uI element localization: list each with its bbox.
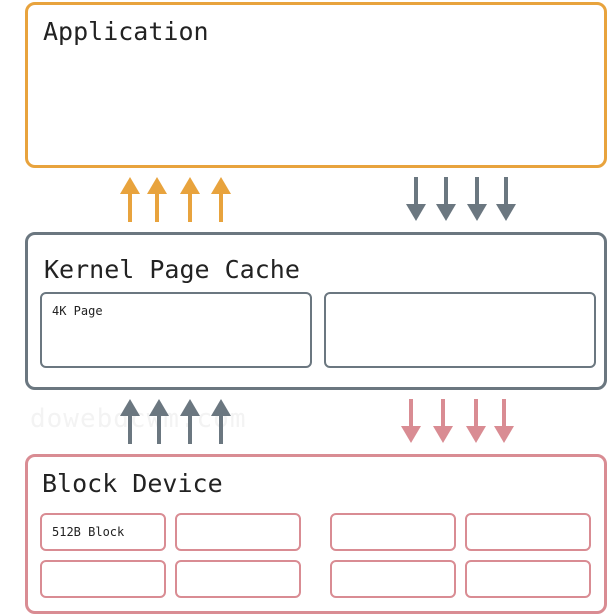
arrows-kernel-to-block xyxy=(401,399,514,443)
block-cell xyxy=(40,560,166,598)
kernel-page xyxy=(324,292,596,368)
up-arrow-icon xyxy=(180,399,200,444)
kernel-page-label: 4K Page xyxy=(52,304,103,318)
arrows-block-to-kernel xyxy=(120,399,231,444)
up-arrow-icon xyxy=(180,177,200,222)
block-cell xyxy=(465,513,591,551)
block-cell: 512B Block xyxy=(40,513,166,551)
block-cell xyxy=(175,560,301,598)
down-arrow-icon xyxy=(436,177,456,221)
block-cell-label: 512B Block xyxy=(52,525,125,539)
up-arrow-icon xyxy=(147,177,167,222)
block-cell xyxy=(465,560,591,598)
block-cell xyxy=(330,560,456,598)
down-arrow-icon xyxy=(467,177,487,221)
up-arrow-icon xyxy=(211,399,231,444)
kernel-page-cache-title: Kernel Page Cache xyxy=(44,255,300,284)
down-arrow-icon xyxy=(433,399,453,443)
block-cell xyxy=(330,513,456,551)
down-arrow-icon xyxy=(466,399,486,443)
application-layer: Application xyxy=(25,2,607,168)
up-arrow-icon xyxy=(211,177,231,222)
up-arrow-icon xyxy=(120,399,140,444)
down-arrow-icon xyxy=(401,399,421,443)
down-arrow-icon xyxy=(496,177,516,221)
block-cell xyxy=(175,513,301,551)
watermark: dowebdcwm.com xyxy=(30,404,247,434)
kernel-page: 4K Page xyxy=(40,292,312,368)
block-device-title: Block Device xyxy=(42,469,223,498)
down-arrow-icon xyxy=(406,177,426,221)
arrows-kernel-to-application xyxy=(120,177,231,222)
application-title: Application xyxy=(43,17,209,46)
up-arrow-icon xyxy=(149,399,169,444)
down-arrow-icon xyxy=(494,399,514,443)
up-arrow-icon xyxy=(120,177,140,222)
arrows-application-to-kernel xyxy=(406,177,516,221)
